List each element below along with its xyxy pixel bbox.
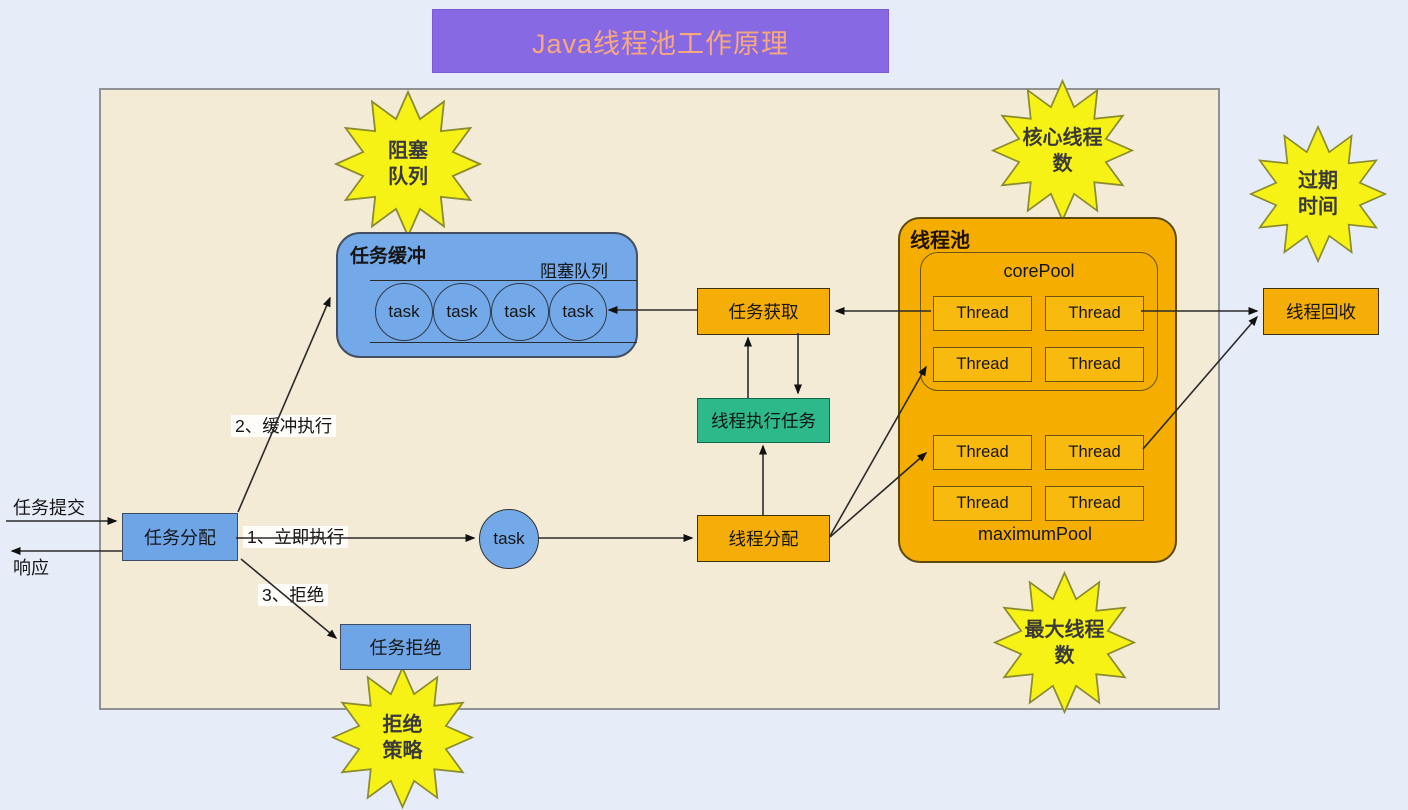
task-reject-node: 任务拒绝 xyxy=(340,624,471,670)
queued-task-circle: task xyxy=(549,283,607,341)
task-fetch-node: 任务获取 xyxy=(697,288,830,335)
star-blocking-queue: 阻塞 队列 xyxy=(333,89,483,239)
starburst-icon xyxy=(1248,124,1388,264)
core-pool-label: corePool xyxy=(1003,261,1075,281)
max-thread-box: Thread xyxy=(1045,486,1144,521)
core-thread-box: Thread xyxy=(933,296,1032,331)
task-circle-node: task xyxy=(479,509,539,569)
task-submit-label: 任务提交 xyxy=(13,498,85,518)
queue-rail-top xyxy=(370,280,637,281)
starburst-icon xyxy=(333,89,483,239)
max-thread-box: Thread xyxy=(933,435,1032,470)
maximum-pool-label: maximumPool xyxy=(977,524,1093,544)
thread-recycle-node: 线程回收 xyxy=(1263,288,1379,335)
thread-pool-title: 线程池 xyxy=(910,230,970,252)
response-label: 响应 xyxy=(13,558,49,578)
core-thread-box: Thread xyxy=(1045,296,1144,331)
page-title-text: Java线程池工作原理 xyxy=(531,28,790,59)
max-thread-box: Thread xyxy=(1045,435,1144,470)
immediate-execute-label: 1、立即执行 xyxy=(243,526,349,548)
blocking-queue-label: 阻塞队列 xyxy=(540,262,608,281)
queued-task-circle: task xyxy=(491,283,549,341)
task-buffer-box: 任务缓冲 阻塞队列 task task task task xyxy=(336,232,638,358)
thread-assign-node: 线程分配 xyxy=(697,515,830,562)
star-core-thread-count: 核心线程 数 xyxy=(990,78,1135,223)
queued-task-circle: task xyxy=(433,283,491,341)
reject-label: 3、拒绝 xyxy=(258,584,329,606)
star-label: 阻塞 队列 xyxy=(388,140,428,188)
starburst-icon xyxy=(992,570,1137,715)
page-title: Java线程池工作原理 xyxy=(432,9,889,73)
max-thread-box: Thread xyxy=(933,486,1032,521)
buffer-execute-label: 2、缓冲执行 xyxy=(231,415,337,437)
task-assign-node: 任务分配 xyxy=(122,513,238,561)
core-thread-box: Thread xyxy=(1045,347,1144,382)
core-thread-box: Thread xyxy=(933,347,1032,382)
task-buffer-title: 任务缓冲 xyxy=(350,246,427,267)
star-expire-time: 过期 时间 xyxy=(1248,124,1388,264)
star-reject-policy: 拒绝 策略 xyxy=(330,665,475,810)
star-label: 过期 时间 xyxy=(1298,170,1338,218)
star-label: 核心线程 数 xyxy=(1022,126,1103,175)
thread-execute-task-node: 线程执行任务 xyxy=(697,398,830,443)
star-max-thread-count: 最大线程 数 xyxy=(992,570,1137,715)
starburst-icon xyxy=(330,665,475,810)
star-label: 拒绝 策略 xyxy=(382,713,423,762)
thread-pool-box: 线程池 corePool Thread Thread Thread Thread… xyxy=(898,217,1177,563)
star-label: 最大线程 数 xyxy=(1024,618,1105,667)
queue-rail-bottom xyxy=(370,342,637,343)
starburst-icon xyxy=(990,78,1135,223)
queued-task-circle: task xyxy=(375,283,433,341)
